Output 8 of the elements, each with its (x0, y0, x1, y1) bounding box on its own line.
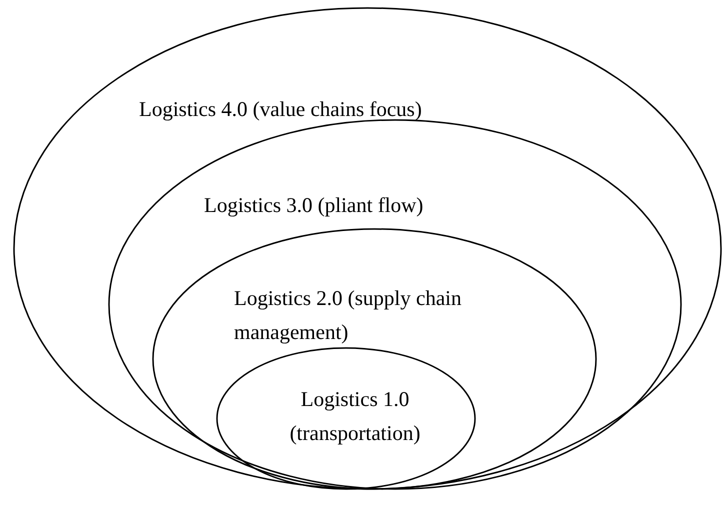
ellipse-label: Logistics 3.0 (pliant flow) (204, 192, 424, 219)
nested-ellipse (108, 119, 682, 490)
ellipse-label: Logistics 4.0 (value chains focus) (139, 96, 423, 123)
nested-ellipse (152, 228, 597, 490)
ellipse-label: Logistics 2.0 (supply chain management) (234, 285, 462, 346)
ellipse-label: Logistics 1.0 (transportation) (288, 386, 422, 447)
nested-ellipse (216, 347, 476, 490)
nested-ellipse (13, 7, 722, 490)
